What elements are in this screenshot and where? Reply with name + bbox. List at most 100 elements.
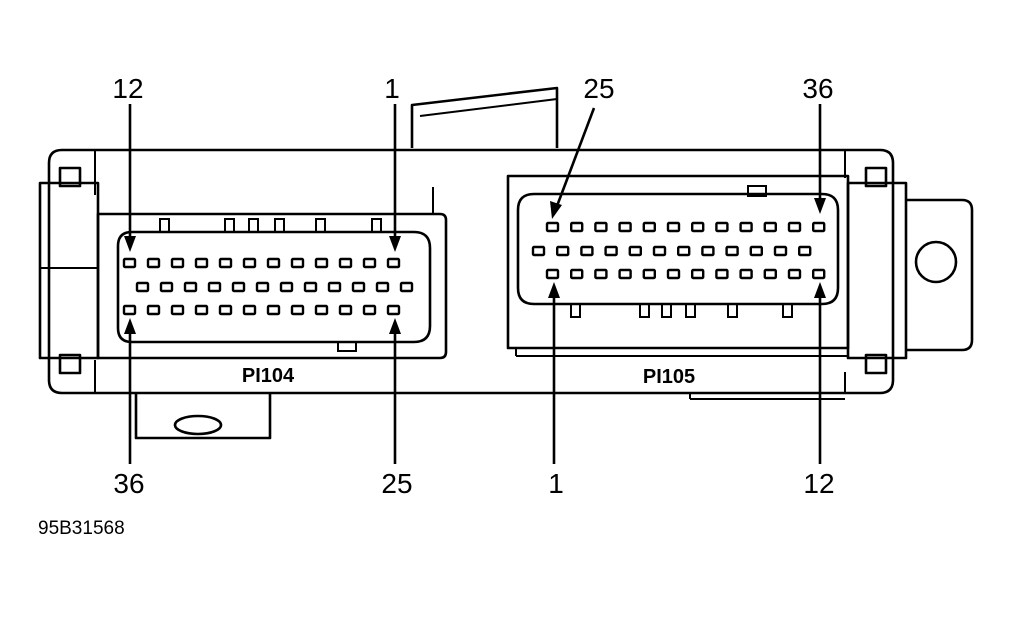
pi104-pin-r1-c6 xyxy=(242,257,257,269)
pi105-label-12: 12 xyxy=(803,468,834,499)
pi105-pin-r1-c6 xyxy=(666,221,681,233)
pi105-name: PI105 xyxy=(643,366,695,388)
pi105-pin-r3-c8 xyxy=(715,268,729,280)
pi104-pin-r3-c2 xyxy=(146,304,161,316)
pi105-pin-r2-c4 xyxy=(604,245,618,257)
pi105-pin-array xyxy=(531,221,826,280)
right-mount-ear xyxy=(846,181,908,360)
pi105-shell xyxy=(506,174,850,350)
pi104-label-36: 36 xyxy=(113,468,144,499)
module-housing xyxy=(38,86,974,440)
pi105-pin-r3-c2 xyxy=(570,268,584,280)
bottom-lug xyxy=(134,393,272,440)
pi104-pin-r3-c3 xyxy=(170,304,185,316)
mounting-hole xyxy=(914,240,958,284)
pin-callouts xyxy=(124,104,826,464)
pi104-name: PI104 xyxy=(242,365,295,387)
connector-pi105: PI105 xyxy=(506,174,850,388)
right-bracket xyxy=(906,198,974,352)
pi105-pin-r2-c7 xyxy=(677,245,691,257)
pi105-pin-r3-c12 xyxy=(812,268,826,280)
pi104-pin-r3-c11 xyxy=(362,304,377,316)
pi104-pin-r1-c1 xyxy=(122,257,137,269)
pi104-pin-r1-c9 xyxy=(314,257,329,269)
pi105-pin-r1-c12 xyxy=(812,221,826,233)
housing-top-tab xyxy=(410,86,559,148)
pi104-pin-r3-c6 xyxy=(242,304,257,316)
pi105-pin-r1-c11 xyxy=(787,221,802,233)
pi104-pin-r3-c12 xyxy=(386,304,401,316)
pi104-pin-r2-c4 xyxy=(207,281,222,293)
pi105-face xyxy=(516,192,840,306)
pi105-pin-r2-c12 xyxy=(798,245,812,257)
pi104-pin-r2-c5 xyxy=(231,281,246,293)
pi104-pin-r2-c12 xyxy=(399,281,414,293)
pi105-label-25: 25 xyxy=(583,73,614,104)
pi105-pin-r3-c9 xyxy=(739,268,753,280)
pi105-pin-r1-c7 xyxy=(691,221,705,233)
pi105-pin-r3-c6 xyxy=(666,268,681,280)
pi105-label-36: 36 xyxy=(802,73,833,104)
pi105-pin-r1-c2 xyxy=(570,221,584,233)
pi105-pin-r3-c4 xyxy=(618,268,632,280)
pi104-pin-r2-c8 xyxy=(303,281,318,293)
pi104-label-1: 1 xyxy=(384,73,400,104)
pi105-pin-r3-c7 xyxy=(691,268,705,280)
pi104-pin-r1-c2 xyxy=(146,257,161,269)
pi105-pin-r3-c3 xyxy=(594,268,608,280)
pi104-pin-r2-c10 xyxy=(351,281,366,293)
pi104-pin-r1-c12 xyxy=(386,257,401,269)
pi104-pin-r2-c1 xyxy=(135,281,150,293)
pi104-pin-r2-c3 xyxy=(183,281,198,293)
housing-outline xyxy=(47,148,895,395)
pin-number-labels: 12 1 36 25 25 36 1 12 xyxy=(112,73,834,499)
pi104-pin-r3-c8 xyxy=(290,304,305,316)
pi104-label-25: 25 xyxy=(381,468,412,499)
pi104-pin-r3-c1 xyxy=(122,304,137,316)
pi105-pin-r2-c5 xyxy=(628,245,642,257)
pi104-pin-array xyxy=(122,257,414,316)
pi104-pin-r1-c4 xyxy=(194,257,209,269)
pi104-pin-r3-c4 xyxy=(194,304,209,316)
pi105-pin-r1-c1 xyxy=(545,221,560,233)
pi104-pin-r3-c7 xyxy=(266,304,281,316)
pi104-pin-r2-c11 xyxy=(375,281,390,293)
pi104-pin-r2-c6 xyxy=(255,281,270,293)
pi105-pin-r1-c9 xyxy=(739,221,753,233)
pi105-pin-r2-c6 xyxy=(652,245,667,257)
pi105-pin-r3-c5 xyxy=(642,268,656,280)
pi105-pin-r1-c10 xyxy=(763,221,777,233)
pi105-pin-r2-c1 xyxy=(531,245,546,257)
pi105-pin25-arrow xyxy=(555,107,596,207)
pi104-label-12: 12 xyxy=(112,73,143,104)
pi105-pin-r2-c10 xyxy=(749,245,763,257)
pi105-pin-r2-c11 xyxy=(773,245,788,257)
pi105-pin-r2-c3 xyxy=(580,245,594,257)
pi105-pin-r1-c5 xyxy=(642,221,656,233)
pi104-pin-r3-c10 xyxy=(338,304,353,316)
pi105-pin-r1-c3 xyxy=(594,221,608,233)
pi104-pin-r3-c9 xyxy=(314,304,329,316)
pi105-pin-r2-c8 xyxy=(701,245,715,257)
figure-id: 95B31568 xyxy=(38,518,125,539)
pi104-pin-r1-c5 xyxy=(218,257,233,269)
pi105-pin-r1-c8 xyxy=(715,221,729,233)
pi104-pin-r2-c7 xyxy=(279,281,294,293)
pi104-pin-r2-c9 xyxy=(327,281,342,293)
pi105-pin-r2-c2 xyxy=(556,245,570,257)
pi104-pin-r3-c5 xyxy=(218,304,233,316)
pi104-pin-r1-c8 xyxy=(290,257,305,269)
pi104-pin-r1-c11 xyxy=(362,257,377,269)
pi105-pin-r3-c10 xyxy=(763,268,777,280)
pi104-pin-r2-c2 xyxy=(159,281,174,293)
pi105-pin-r3-c1 xyxy=(545,268,560,280)
pi104-shell xyxy=(96,212,448,360)
pi105-pin-r1-c4 xyxy=(618,221,632,233)
pi104-face xyxy=(116,230,432,344)
pi105-pin-r2-c9 xyxy=(725,245,739,257)
connector-pi104: PI104 xyxy=(96,187,448,387)
pi104-pin-r1-c7 xyxy=(266,257,281,269)
pi105-label-1: 1 xyxy=(548,468,564,499)
